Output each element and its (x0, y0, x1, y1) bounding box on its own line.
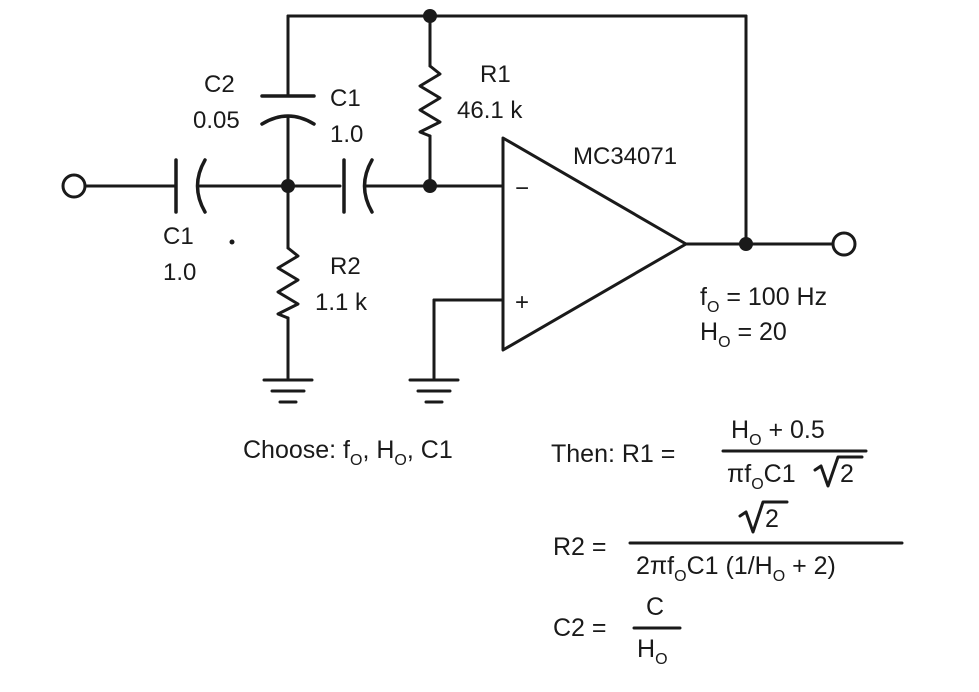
formula-c2-lhs: C2 = (553, 614, 607, 642)
capacitor-c2 (260, 94, 316, 126)
ground-symbol-opamp (408, 378, 460, 404)
junction-top (423, 9, 437, 23)
formula-r1: Then: R1 = HO + 0.5 πfOC1 2 (551, 416, 868, 493)
formula-r2: R2 = 2 2πfOC1 (1/HO + 2) (553, 500, 904, 585)
formula-r1-sqrt-sign (813, 455, 864, 488)
formula-c2-denominator: HO (637, 635, 668, 668)
c2-name-label: C2 (204, 71, 235, 98)
choose-text: Choose: fO, HO, C1 (243, 436, 453, 469)
r1-name-label: R1 (480, 61, 511, 88)
junction-node-a (281, 179, 295, 193)
formula-r1-lhs: Then: R1 = (551, 440, 675, 468)
opamp: − + MC34071 (501, 136, 688, 352)
junction-node-b (423, 179, 437, 193)
formula-r2-numerator: 2 (765, 505, 779, 533)
formula-r1-sqrt-arg: 2 (840, 460, 854, 488)
formula-r2-denominator: 2πfOC1 (1/HO + 2) (636, 552, 836, 585)
ground-symbol-r2 (262, 378, 314, 404)
formula-r1-denominator: πfOC1 (727, 460, 796, 493)
junction-output (739, 237, 753, 251)
formula-r1-numerator: HO + 0.5 (731, 416, 825, 449)
stray-dot (229, 239, 235, 245)
c1-input-name-label: C1 (163, 223, 194, 250)
formula-c2-numerator: C (646, 593, 664, 621)
spec-fo: fO = 100 Hz (700, 283, 827, 316)
capacitor-c1-feedback (342, 158, 374, 214)
c1-feedback-name-label: C1 (330, 85, 361, 112)
r1-value-label: 46.1 k (457, 97, 523, 124)
c2-value-label: 0.05 (193, 107, 240, 134)
opamp-inverting-sign: − (515, 175, 529, 202)
resistor-r2 (276, 246, 300, 320)
input-terminal (61, 173, 87, 199)
wires (84, 14, 834, 380)
spec-ho: HO = 20 (700, 318, 787, 351)
capacitor-c1-input (174, 158, 207, 214)
formula-r2-lhs: R2 = (553, 533, 607, 561)
output-terminal (831, 231, 857, 257)
opamp-triangle (501, 136, 688, 352)
opamp-noninverting-sign: + (515, 289, 529, 316)
r2-name-label: R2 (330, 253, 361, 280)
opamp-part-number: MC34071 (573, 143, 677, 170)
formula-r2-sqrt-sign (738, 500, 789, 534)
c1-feedback-value-label: 1.0 (330, 121, 363, 148)
c1-input-value-label: 1.0 (163, 259, 196, 286)
r2-value-label: 1.1 k (315, 289, 368, 316)
resistor-r1 (418, 64, 442, 138)
formula-c2: C2 = C HO (553, 593, 682, 668)
